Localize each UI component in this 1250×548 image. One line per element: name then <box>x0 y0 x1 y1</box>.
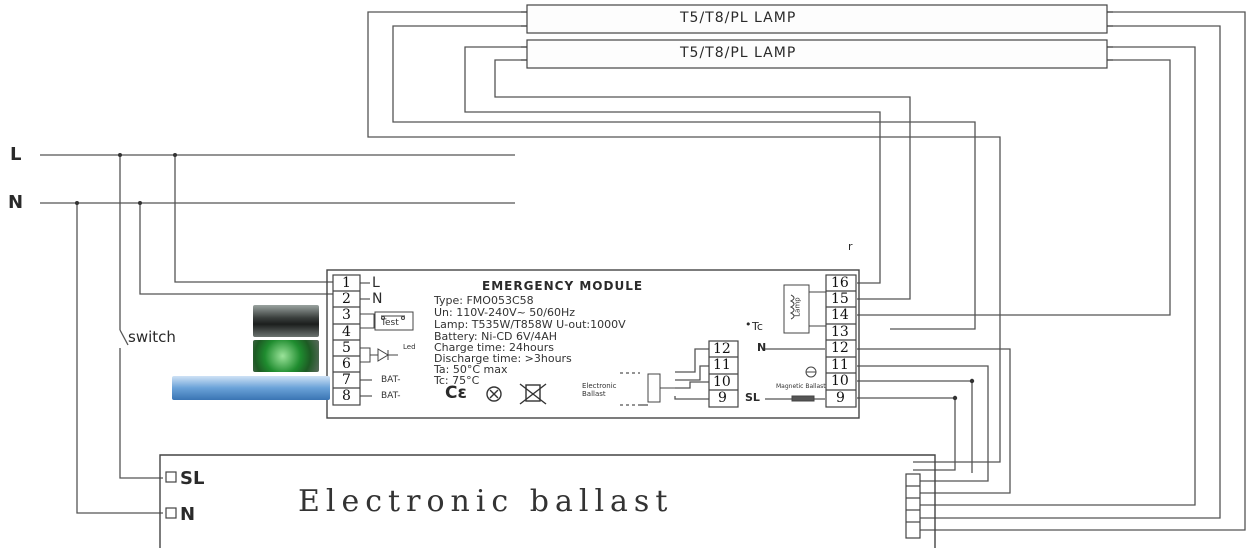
ballast-sl-label: SL <box>180 468 205 489</box>
ballast-n-label: N <box>180 504 196 525</box>
module-spec-ta: Ta: 50°C max <box>434 363 508 376</box>
module-spec-discharge: Discharge time: >3hours <box>434 352 572 365</box>
inner-terminal-10: 10 <box>713 374 731 390</box>
left-terminal-5: 5 <box>342 340 351 356</box>
test-label: Test <box>381 318 399 328</box>
left-terminal-8: 8 <box>342 388 351 404</box>
left-terminal-1: 1 <box>342 275 351 291</box>
tc-dot: • <box>745 318 752 331</box>
lamp-tube-2 <box>526 39 1108 69</box>
ce-mark: Cε <box>445 383 467 403</box>
led-label: Led <box>403 343 416 351</box>
left-terminal-6: 6 <box>342 356 351 372</box>
module-spec-charge: Charge time: 24hours <box>434 341 554 354</box>
inner-terminal-9: 9 <box>718 390 727 406</box>
module-spec-voltage: Un: 110V-240V~ 50/60Hz <box>434 306 576 319</box>
supply-l-label: L <box>10 144 22 165</box>
ballast-title: Electronic ballast <box>298 484 674 519</box>
right-terminal-16: 16 <box>831 275 849 291</box>
test-button-photo <box>253 305 319 337</box>
magnetic-ballast-label: Magnetic Ballast <box>776 383 826 390</box>
module-spec-lamp: Lamp: T535W/T858W U-out:1000V <box>434 318 626 331</box>
right-terminal-9: 9 <box>836 390 845 406</box>
supply-n-label: N <box>8 192 24 213</box>
left-terminal-3: 3 <box>342 307 351 323</box>
right-terminal-13: 13 <box>831 324 849 340</box>
lamp-2-label: T5/T8/PL LAMP <box>680 45 797 61</box>
right-terminal-10: 10 <box>831 373 849 389</box>
right-terminal-12: 12 <box>831 340 849 356</box>
module-title: EMERGENCY MODULE <box>482 279 644 293</box>
lamp-tube-1 <box>526 4 1108 34</box>
left-terminal-4: 4 <box>342 324 351 340</box>
corner-mark: r <box>848 240 853 253</box>
right-terminal-15: 15 <box>831 291 849 307</box>
left-terminal-2: 2 <box>342 291 351 307</box>
left-terminal-8-label: BAT- <box>381 391 401 401</box>
switch-label: switch <box>128 328 176 346</box>
inner-terminal-11: 11 <box>713 357 731 373</box>
left-terminal-1-label: L <box>372 275 380 291</box>
tc-label: Tc <box>752 320 763 333</box>
right-terminal-14: 14 <box>831 307 849 323</box>
inner-terminal-12: 12 <box>713 341 731 357</box>
lamp-1-label: T5/T8/PL LAMP <box>680 10 797 26</box>
electronic-ballast-label: Electronic Ballast <box>582 382 617 398</box>
module-spec-battery: Battery: Ni-CD 6V/4AH <box>434 330 558 343</box>
led-photo <box>253 340 319 372</box>
left-terminal-7-label: BAT- <box>381 375 401 385</box>
left-terminal-2-label: N <box>372 291 383 307</box>
battery-photo <box>172 376 330 400</box>
module-spec-type: Type: FMO053C58 <box>434 294 534 307</box>
emergency-module-box <box>326 269 860 419</box>
sl-label: SL <box>745 391 760 404</box>
lamp-box-label: Lamp <box>793 297 802 317</box>
left-terminal-7: 7 <box>342 372 351 388</box>
ballast-box <box>159 454 936 548</box>
n-label: N <box>757 341 767 354</box>
right-terminal-11: 11 <box>831 357 849 373</box>
module-spec-tc: Tc: 75°C <box>434 374 480 387</box>
